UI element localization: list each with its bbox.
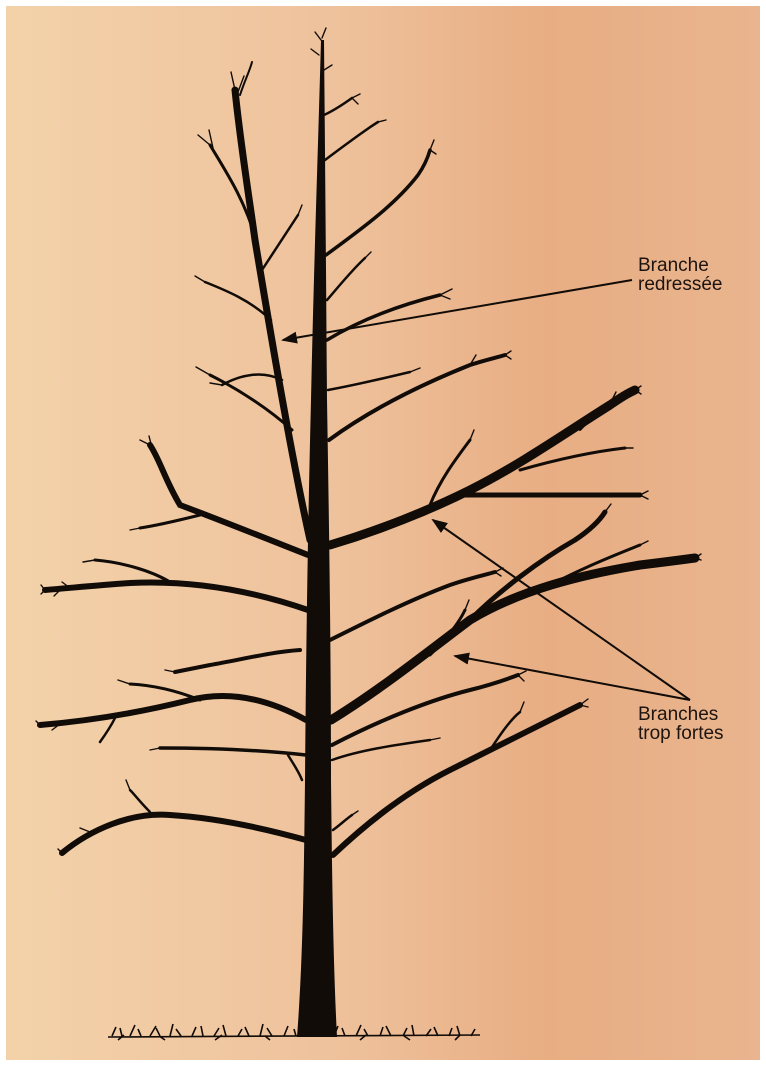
upright-branch-label-line1: Branche <box>638 256 723 275</box>
tree-trunk <box>297 40 337 1037</box>
annotation-arrows <box>283 280 690 700</box>
upright-branch-label: Branche redressée <box>638 256 723 294</box>
ground-grass <box>108 1024 480 1040</box>
too-strong-branches-label-line1: Branches <box>638 705 724 724</box>
main-branches <box>40 62 695 855</box>
upright-branch-label-line2: redressée <box>638 275 723 294</box>
twigs <box>36 28 701 853</box>
too-strong-branches-label-line2: trop fortes <box>638 724 724 743</box>
too-strong-branches-label: Branches trop fortes <box>638 705 724 743</box>
arrow-to-strong-branch-lower <box>455 656 690 700</box>
